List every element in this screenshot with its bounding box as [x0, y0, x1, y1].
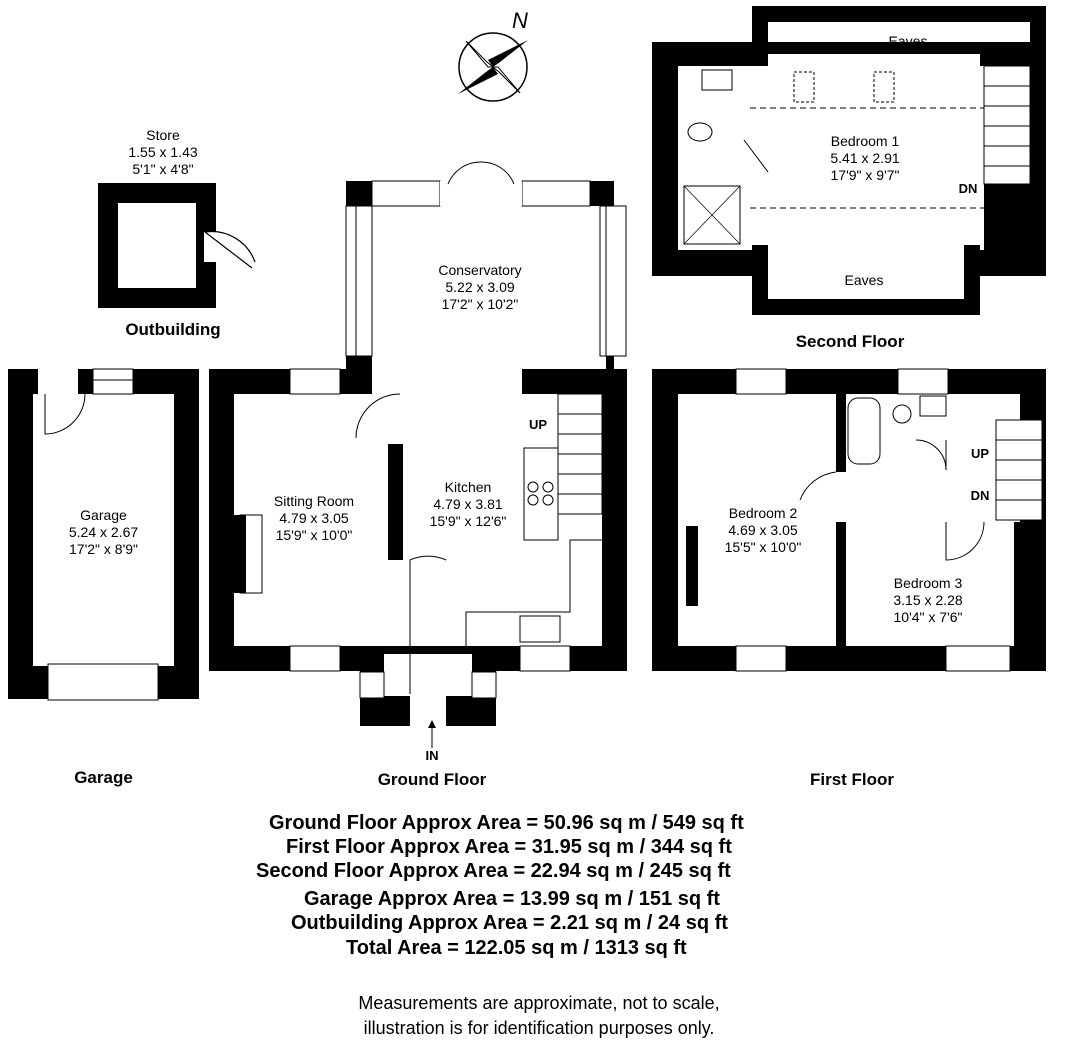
disclaimer-line-1: Measurements are approximate, not to sca…: [358, 993, 720, 1013]
first-floor-walls: [652, 368, 1046, 672]
conservatory-name: Conservatory: [438, 262, 522, 278]
second-floor-walls: [652, 6, 1046, 315]
conservatory-walls: [345, 161, 627, 381]
store-name: Store: [146, 127, 180, 143]
bedroom3-imperial: 10'4" x 7'6": [893, 609, 963, 626]
disclaimer-line-2: illustration is for identification purpo…: [363, 1018, 715, 1038]
garage-walls: [8, 368, 199, 701]
garage-area: Garage Approx Area = 13.99 sq m / 151 sq…: [304, 888, 720, 910]
sitting-room-imperial: 15'9" x 10'0": [275, 527, 353, 544]
sitting-room-label: Sitting Room 4.79 x 3.05 15'9" x 10'0": [244, 493, 384, 544]
kitchen-metric: 4.79 x 3.81: [433, 496, 503, 513]
compass-north-label: N: [512, 8, 528, 33]
bedroom2-name: Bedroom 2: [728, 505, 798, 521]
kitchen-label: Kitchen 4.79 x 3.81 15'9" x 12'6": [404, 479, 532, 530]
bedroom3-metric: 3.15 x 2.28: [893, 592, 963, 609]
porch-walls: [359, 555, 497, 748]
ground-stairs-up-label: UP: [528, 417, 548, 432]
conservatory-metric: 5.22 x 3.09: [445, 279, 515, 296]
eaves-bottom-label: Eaves: [844, 272, 884, 288]
bedroom1-metric: 5.41 x 2.91: [830, 150, 900, 167]
second-stairs-down-label: DN: [958, 181, 978, 196]
garage-room-label: Garage 5.24 x 2.67 17'2" x 8'9": [33, 507, 174, 558]
garage-room-imperial: 17'2" x 8'9": [69, 541, 138, 558]
first-floor-area: First Floor Approx Area = 31.95 sq m / 3…: [286, 836, 732, 858]
kitchen-imperial: 15'9" x 12'6": [429, 513, 507, 530]
second-floor-title: Second Floor: [795, 332, 905, 351]
total-area: Total Area = 122.05 sq m / 1313 sq ft: [346, 937, 687, 959]
outbuilding-title: Outbuilding: [125, 320, 221, 339]
bedroom1-imperial: 17'9" x 9'7": [830, 167, 900, 184]
bedroom2-imperial: 15'5" x 10'0": [724, 539, 802, 556]
bedroom1-name: Bedroom 1: [830, 133, 900, 149]
sitting-room-name: Sitting Room: [273, 493, 355, 509]
ground-floor-title: Ground Floor: [377, 770, 487, 789]
second-floor-area: Second Floor Approx Area = 22.94 sq m / …: [256, 860, 731, 882]
bedroom3-name: Bedroom 3: [893, 575, 963, 591]
ground-floor-area: Ground Floor Approx Area = 50.96 sq m / …: [269, 812, 744, 834]
ground-floor-walls: [209, 368, 627, 672]
garage-room-metric: 5.24 x 2.67: [68, 524, 139, 541]
store-imperial: 5'1" x 4'8": [132, 161, 194, 178]
store-label: Store 1.55 x 1.43 5'1" x 4'8": [88, 127, 238, 178]
entrance-label: IN: [425, 748, 439, 763]
outbuilding-area: Outbuilding Approx Area = 2.21 sq m / 24…: [291, 912, 728, 934]
compass-icon: [458, 32, 528, 102]
bedroom2-label: Bedroom 2 4.69 x 3.05 15'5" x 10'0": [698, 505, 828, 556]
eaves-top-label: Eaves: [888, 33, 928, 49]
first-floor-title: First Floor: [809, 770, 895, 789]
bedroom1-label: Bedroom 1 5.41 x 2.91 17'9" x 9'7": [800, 133, 930, 184]
first-stairs-up-label: UP: [970, 446, 990, 461]
bedroom2-metric: 4.69 x 3.05: [728, 522, 798, 539]
garage-title: Garage: [74, 768, 133, 787]
conservatory-imperial: 17'2" x 10'2": [441, 296, 519, 313]
store-metric: 1.55 x 1.43: [128, 144, 198, 161]
kitchen-name: Kitchen: [444, 479, 492, 495]
first-stairs-down-label: DN: [970, 488, 990, 503]
store-walls: [98, 183, 256, 308]
conservatory-label: Conservatory 5.22 x 3.09 17'2" x 10'2": [390, 262, 570, 313]
sitting-room-metric: 4.79 x 3.05: [279, 510, 349, 527]
garage-room-name: Garage: [80, 507, 127, 523]
bedroom3-label: Bedroom 3 3.15 x 2.28 10'4" x 7'6": [864, 575, 992, 626]
